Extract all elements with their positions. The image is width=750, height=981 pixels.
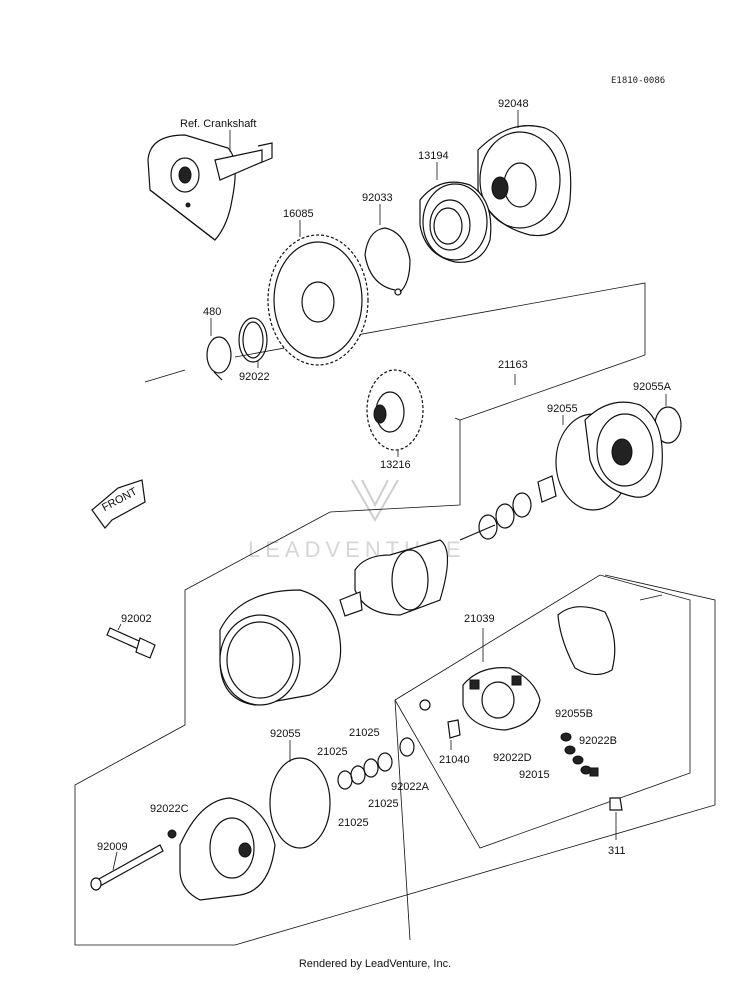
front-arrow-icon: FRONT (91, 479, 146, 529)
part-small-spring (419, 699, 431, 711)
part-brush-cover (557, 606, 616, 676)
part-92022-washer (238, 317, 268, 363)
part-92048-housing (477, 125, 572, 237)
part-92055-lower-oring (269, 757, 331, 849)
part-21040-brush (447, 719, 461, 739)
part-front-cover-bracket (179, 797, 276, 901)
label-ref-crankshaft: Ref. Crankshaft (180, 118, 256, 130)
part-92009-bolt (90, 844, 164, 891)
label-311: 311 (608, 845, 626, 857)
part-92033-circlip (364, 227, 411, 296)
label-21025-d: 21025 (338, 817, 369, 829)
part-480-ring (206, 336, 232, 381)
part-13194-clutch (419, 181, 492, 263)
label-92033: 92033 (362, 192, 393, 204)
label-92022A: 92022A (391, 781, 430, 793)
label-92022C: 92022C (150, 803, 189, 815)
part-92002-screw (106, 627, 156, 659)
label-92002: 92002 (121, 613, 152, 625)
crankshaft-part (147, 134, 273, 241)
part-yoke (219, 589, 342, 706)
label-13216: 13216 (380, 459, 411, 471)
label-480: 480 (203, 306, 221, 318)
part-21039-brush-holder (462, 667, 541, 731)
label-21025-b: 21025 (317, 746, 348, 758)
part-13216-idler-gear (366, 369, 424, 451)
render-credit: Rendered by LeadVenture, Inc. (298, 958, 452, 970)
part-armature (339, 524, 496, 617)
diagram-code: E1810-0086 (611, 76, 665, 86)
label-21025-a: 21025 (349, 727, 380, 739)
part-end-cover (584, 401, 663, 498)
label-21039: 21039 (464, 613, 495, 625)
label-92022B: 92022B (579, 735, 617, 747)
part-16085-gear (267, 234, 369, 366)
label-21163: 21163 (498, 359, 528, 371)
label-92015: 92015 (519, 769, 550, 781)
label-92022-top: 92022 (239, 371, 270, 383)
label-92055-lower: 92055 (270, 728, 301, 740)
label-92048: 92048 (498, 98, 529, 110)
label-92055-upper: 92055 (547, 403, 578, 415)
part-92022C-washer (167, 829, 177, 839)
part-armature-washers (478, 475, 557, 540)
part-terminal-fasteners (560, 732, 623, 811)
label-16085: 16085 (283, 208, 314, 220)
label-92055A: 92055A (633, 381, 672, 393)
label-92009: 92009 (97, 841, 128, 853)
label-21025-c: 21025 (368, 798, 399, 810)
label-92022D: 92022D (493, 752, 532, 764)
assembly-frame (74, 282, 716, 946)
part-21025-washers (337, 737, 415, 790)
label-92055B: 92055B (555, 708, 593, 720)
label-21040: 21040 (439, 754, 470, 766)
label-13194: 13194 (418, 150, 449, 162)
